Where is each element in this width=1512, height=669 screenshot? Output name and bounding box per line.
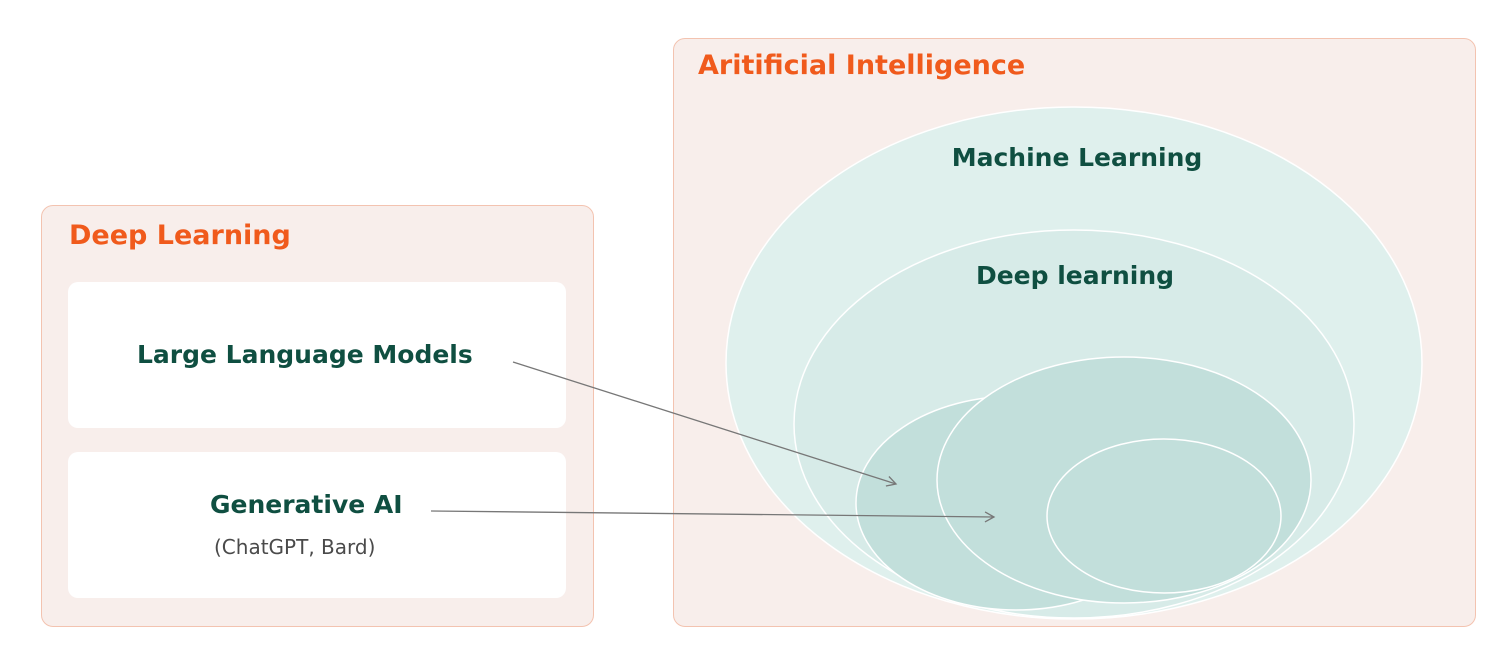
deep-learning-panel: Deep Learning Large Language Models Gene…	[41, 205, 594, 627]
generative-ai-label: Generative AI	[210, 490, 403, 519]
llm-card: Large Language Models	[68, 282, 566, 428]
llm-label: Large Language Models	[137, 340, 473, 369]
generative-ai-card: Generative AI (ChatGPT, Bard)	[68, 452, 566, 598]
artificial-intelligence-panel: Aritificial Intelligence	[673, 38, 1476, 627]
generative-ai-examples: (ChatGPT, Bard)	[214, 535, 376, 559]
deep-learning-panel-title: Deep Learning	[69, 220, 291, 251]
artificial-intelligence-panel-title: Aritificial Intelligence	[698, 50, 1026, 81]
